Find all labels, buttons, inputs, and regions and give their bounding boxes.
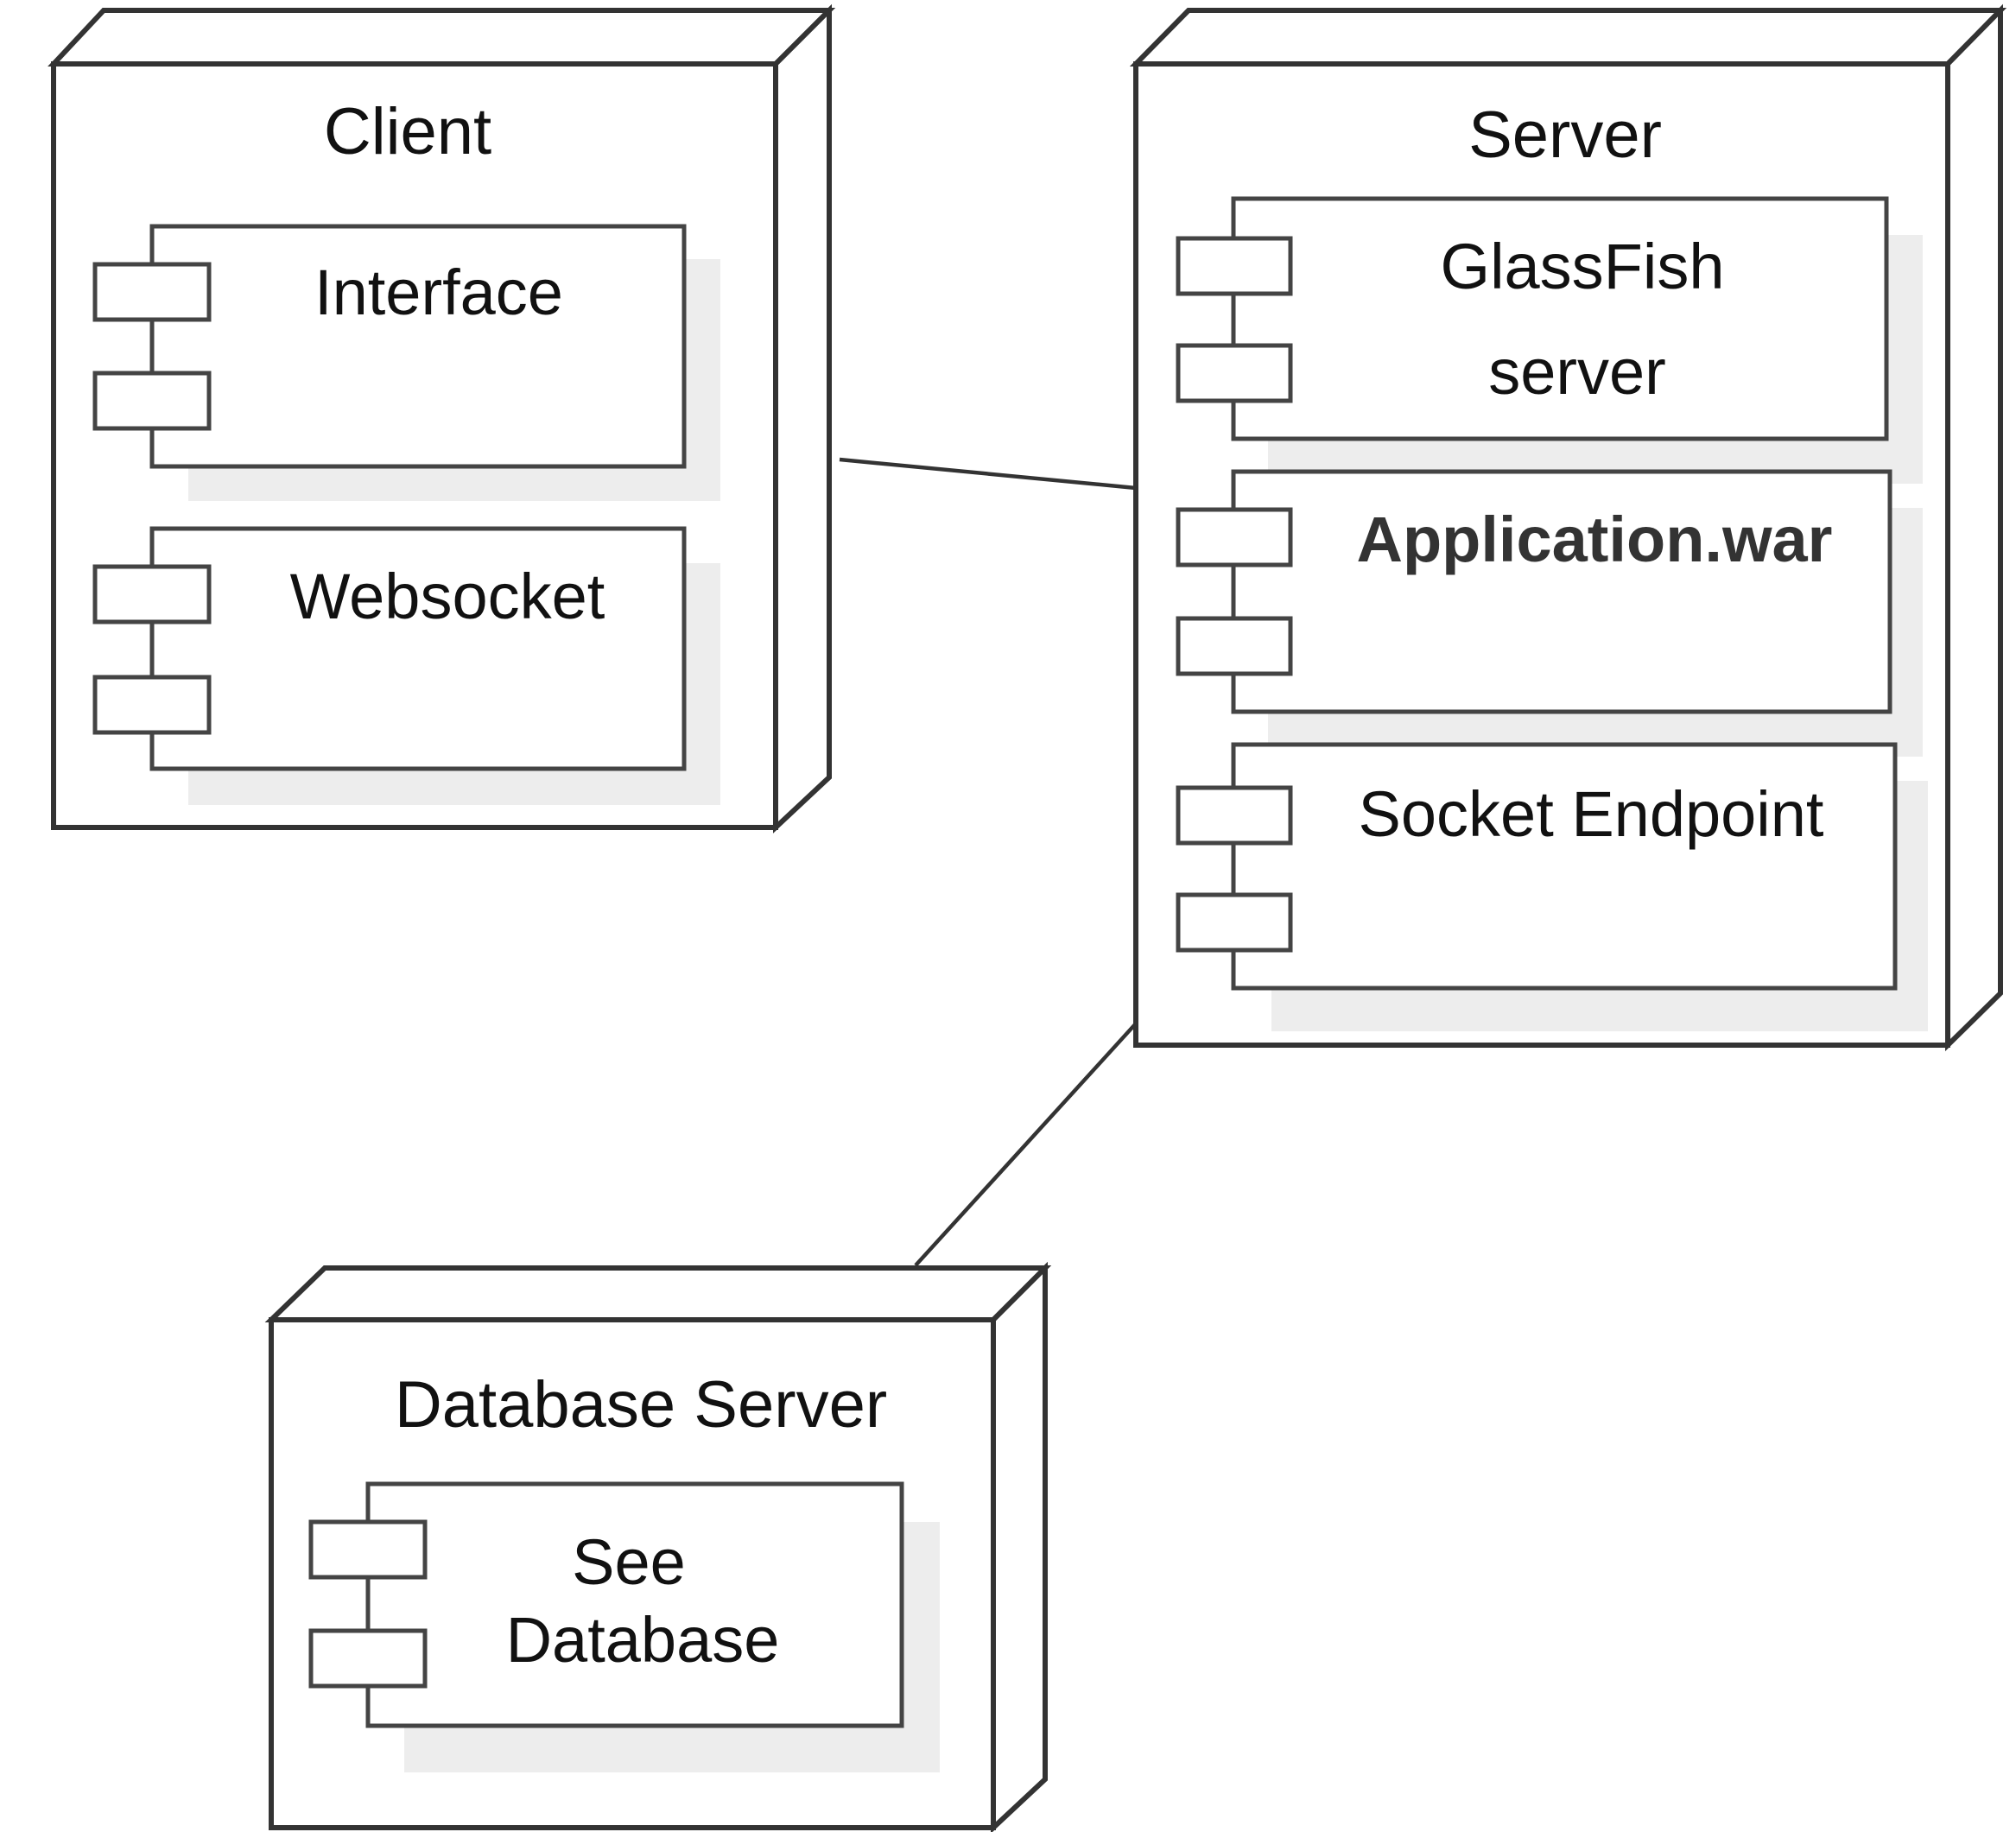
- socket-endpoint-component-label: Socket Endpoint: [1359, 778, 1824, 850]
- application-war-component: Application.war: [1176, 469, 1923, 757]
- glassfish-component-port-top: [1176, 236, 1293, 296]
- server-node-title: Server: [1468, 98, 1662, 172]
- interface-component: Interface: [92, 224, 720, 501]
- glassfish-component-label-line2: server: [1488, 336, 1666, 408]
- see-database-component-label-line2: Database: [506, 1604, 780, 1676]
- glassfish-component-port-bottom: [1176, 343, 1293, 403]
- interface-component-body: [149, 224, 687, 469]
- client-node-title: Client: [324, 95, 491, 168]
- server-node-side-face: [1945, 3, 2003, 1052]
- application-war-component-port-top: [1176, 507, 1293, 567]
- interface-component-port-bottom: [92, 371, 212, 431]
- websocket-component-body: [149, 526, 687, 771]
- application-war-component-port-bottom: [1176, 616, 1293, 676]
- glassfish-component-label-line1: GlassFish: [1441, 231, 1725, 302]
- websocket-component-port-top: [92, 564, 212, 624]
- client-node-top-face: [48, 8, 836, 67]
- see-database-component-port-top: [308, 1519, 428, 1580]
- database-server-node: Database Server See Database: [264, 1261, 1052, 1832]
- websocket-component: Websocket: [92, 526, 720, 805]
- see-database-component: See Database: [308, 1481, 940, 1772]
- server-node-top-face: [1129, 8, 2007, 67]
- glassfish-component: GlassFish server: [1176, 196, 1923, 484]
- database-server-node-top-face: [264, 1265, 1052, 1322]
- client-node: Client Interface Websocket: [48, 3, 836, 834]
- see-database-component-port-bottom: [308, 1628, 428, 1689]
- websocket-component-label: Websocket: [290, 561, 605, 632]
- see-database-component-label-line1: See: [572, 1526, 686, 1598]
- socket-endpoint-component-body: [1231, 742, 1898, 991]
- socket-endpoint-component-port-bottom: [1176, 892, 1293, 953]
- database-server-node-title: Database Server: [395, 1368, 887, 1442]
- socket-endpoint-component-port-top: [1176, 785, 1293, 846]
- socket-endpoint-component: Socket Endpoint: [1176, 742, 1928, 1031]
- server-database-connection: [914, 1022, 1138, 1267]
- interface-component-label: Interface: [314, 257, 563, 328]
- client-node-side-face: [773, 3, 832, 834]
- application-war-component-body: [1231, 469, 1892, 714]
- interface-component-port-top: [92, 262, 212, 322]
- client-server-connection: [839, 457, 1137, 491]
- application-war-component-label: Application.war: [1357, 504, 1833, 575]
- see-database-component-body: [365, 1481, 904, 1728]
- websocket-component-port-bottom: [92, 675, 212, 735]
- server-node: Server GlassFish server Application.war …: [1129, 3, 2007, 1052]
- glassfish-component-body: [1231, 196, 1889, 441]
- database-server-node-side-face: [991, 1261, 1048, 1832]
